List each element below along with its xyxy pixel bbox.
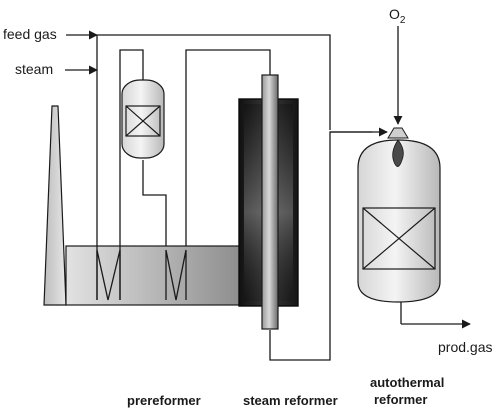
steam-reformer-label: steam reformer xyxy=(243,393,338,408)
cross-x-icon xyxy=(362,207,436,270)
o2-label-sub: 2 xyxy=(400,15,406,26)
reformer-tube xyxy=(261,74,279,330)
cross-x-icon xyxy=(125,105,161,137)
prod-gas-label: prod.gas xyxy=(438,339,492,355)
autothermal-reformer-label-2: reformer xyxy=(374,392,427,407)
o2-label-main: O xyxy=(389,6,400,22)
steam-label: steam xyxy=(15,61,53,77)
prereformer-vessel xyxy=(121,79,165,159)
process-piping xyxy=(96,26,471,361)
steam-reformer xyxy=(238,74,299,330)
autothermal-reformer-vessel xyxy=(357,127,441,303)
o2-label: O2 xyxy=(389,6,406,26)
prereformer-label: prereformer xyxy=(127,393,201,408)
chimney-stack xyxy=(43,105,67,306)
zigzag-coil-icon xyxy=(96,249,121,301)
flame-icon xyxy=(392,139,404,167)
autothermal-reformer-label-1: autothermal xyxy=(370,375,444,390)
zigzag-coil-icon xyxy=(165,249,187,301)
convection-section xyxy=(65,245,245,306)
feed-gas-label: feed gas xyxy=(3,26,57,42)
